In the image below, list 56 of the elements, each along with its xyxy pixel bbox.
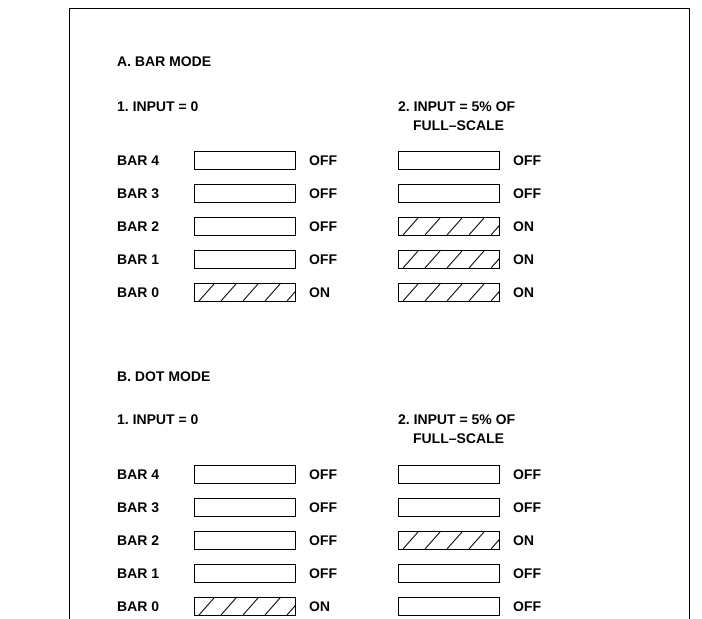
bar-segment	[398, 531, 500, 550]
state-label: OFF	[309, 465, 337, 484]
bar-segment	[194, 151, 296, 170]
bar-label: BAR 3	[117, 184, 160, 203]
bar-segment	[194, 250, 296, 269]
bar-segment	[398, 151, 500, 170]
bar-label: BAR 4	[117, 465, 160, 484]
bar-label: BAR 1	[117, 564, 160, 583]
state-label: ON	[513, 283, 534, 302]
section-heading: A. BAR MODE	[117, 52, 212, 71]
state-label: OFF	[309, 498, 337, 517]
state-label: OFF	[309, 531, 337, 550]
state-label: OFF	[513, 498, 541, 517]
state-label: OFF	[513, 597, 541, 616]
section-heading: B. DOT MODE	[117, 367, 212, 386]
column-heading: 1. INPUT = 0	[117, 410, 200, 429]
state-label: OFF	[513, 465, 541, 484]
bar-segment	[194, 283, 296, 302]
bar-segment	[398, 184, 500, 203]
bar-segment	[194, 217, 296, 236]
bar-segment	[194, 564, 296, 583]
state-label: OFF	[513, 564, 541, 583]
bar-segment	[194, 184, 296, 203]
bar-label: BAR 4	[117, 151, 160, 170]
bar-label: BAR 1	[117, 250, 160, 269]
state-label: OFF	[513, 184, 541, 203]
bar-segment	[194, 531, 296, 550]
state-label: OFF	[513, 151, 541, 170]
bar-label: BAR 3	[117, 498, 160, 517]
column-heading: 2. INPUT = 5% OF FULL–SCALE	[398, 97, 516, 135]
bar-label: BAR 0	[117, 283, 160, 302]
bar-segment	[194, 597, 296, 616]
state-label: OFF	[309, 217, 337, 236]
bar-label: BAR 2	[117, 531, 160, 550]
state-label: ON	[513, 250, 534, 269]
state-label: OFF	[309, 151, 337, 170]
state-label: OFF	[309, 184, 337, 203]
state-label: ON	[309, 597, 330, 616]
state-label: ON	[309, 283, 330, 302]
bar-segment	[398, 597, 500, 616]
bar-label: BAR 0	[117, 597, 160, 616]
state-label: OFF	[309, 564, 337, 583]
bar-segment	[398, 250, 500, 269]
bar-segment	[398, 465, 500, 484]
state-label: ON	[513, 531, 534, 550]
bar-segment	[398, 498, 500, 517]
bar-segment	[194, 498, 296, 517]
bar-label: BAR 2	[117, 217, 160, 236]
bar-segment	[398, 564, 500, 583]
bar-segment	[194, 465, 296, 484]
bar-segment	[398, 217, 500, 236]
column-heading: 2. INPUT = 5% OF FULL–SCALE	[398, 410, 516, 448]
state-label: ON	[513, 217, 534, 236]
bar-segment	[398, 283, 500, 302]
column-heading: 1. INPUT = 0	[117, 97, 200, 116]
state-label: OFF	[309, 250, 337, 269]
